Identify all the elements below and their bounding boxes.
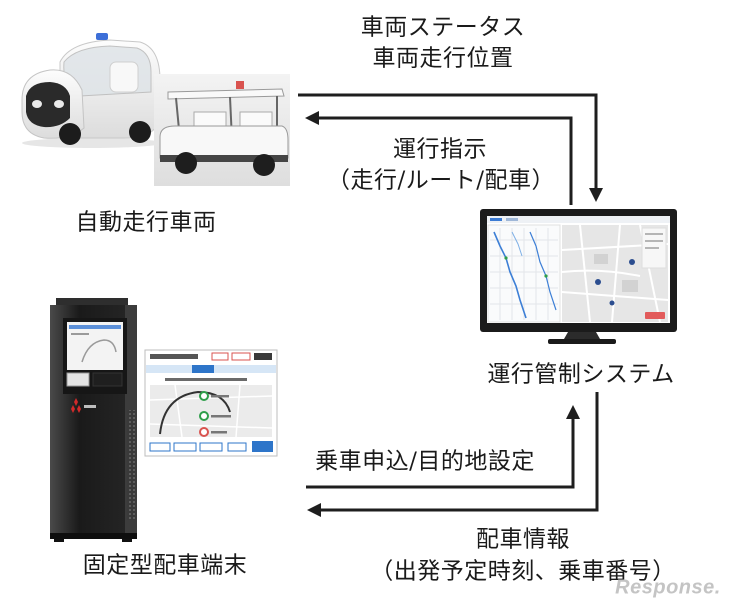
- kiosk-hood: [56, 298, 128, 306]
- kiosk-logo-wordmark: [84, 405, 96, 408]
- pod-car-black-face: [26, 82, 70, 128]
- golf-cart-body: [159, 125, 289, 159]
- watermark-logo: Response.: [615, 576, 721, 599]
- app-map-roads: [149, 384, 273, 438]
- kiosk-receipt-slot: [92, 372, 123, 387]
- monitor-schedule-grid: [490, 228, 558, 320]
- golf-cart-front-seat: [193, 111, 227, 127]
- app-next-button: [252, 441, 273, 452]
- golf-cart-roof: [167, 88, 285, 100]
- monitor-alert-button: [645, 312, 665, 319]
- monitor-map-block: [594, 254, 608, 264]
- kiosk-foot-right: [122, 539, 132, 542]
- monitor-toolbar-tab: [506, 218, 518, 221]
- flow-label-ride-request: 乗車申込/目的地設定: [315, 448, 535, 475]
- monitor-toolbar: [487, 216, 670, 223]
- arrow-system-to-terminal-head: [307, 503, 321, 517]
- arrow-system-to-terminal-line: [320, 392, 599, 512]
- golf-cart-lower-trim: [160, 155, 288, 162]
- kiosk-icon: [50, 298, 137, 542]
- app-bottom-button: [199, 442, 223, 452]
- app-bottom-button: [173, 442, 197, 452]
- kiosk-foot-left: [54, 539, 64, 542]
- app-bottom-button: [227, 442, 247, 452]
- app-stop-label-bar: [211, 415, 231, 418]
- monitor-stand-base: [548, 339, 616, 344]
- golf-cart-rear-seat: [239, 111, 273, 127]
- arrow-system-to-vehicle-line: [318, 116, 573, 205]
- kiosk-base: [50, 533, 137, 539]
- flow-label-vehicle-position: 車両走行位置: [372, 45, 514, 72]
- arrow-terminal-to-system: [306, 405, 580, 489]
- monitor-vehicle-marker: [629, 259, 635, 265]
- pod-car-roof-light: [96, 33, 108, 40]
- monitor-icon: [480, 209, 677, 344]
- monitor-info-line: [645, 247, 659, 249]
- kiosk-screen-map-route: [81, 339, 117, 363]
- app-stop-label-bar: [211, 395, 229, 398]
- monitor-schedule-line: [511, 231, 523, 257]
- kiosk-logo-icon: [71, 398, 81, 413]
- tablet-screen-icon: [144, 349, 278, 457]
- pod-car-seat: [109, 61, 139, 93]
- app-stop-via: [199, 411, 209, 421]
- node-label-autonomous-vehicles: 自動走行車両: [75, 209, 217, 236]
- monitor-toolbar-tab: [490, 218, 502, 221]
- monitor-vehicle-marker: [595, 279, 601, 285]
- app-header-title-bar: [150, 354, 198, 359]
- golf-cart-icon: [154, 74, 290, 186]
- monitor-schedule-line: [529, 231, 557, 311]
- app-header-clock: [254, 353, 272, 360]
- pod-car-icon: [21, 33, 162, 148]
- node-label-control-system: 運行管制システム: [487, 361, 675, 388]
- golf-cart-rear-wheel: [253, 154, 275, 176]
- flow-label-vehicle-status: 車両ステータス: [360, 14, 526, 41]
- app-map-route: [159, 390, 231, 435]
- kiosk-screen-header: [69, 325, 121, 329]
- kiosk-card-reader: [66, 372, 90, 387]
- arrow-terminal-to-system-line: [306, 417, 575, 489]
- pod-car-front-wheel: [59, 123, 81, 145]
- kiosk-side-vent: [127, 410, 135, 520]
- kiosk-screen-line: [71, 333, 89, 335]
- monitor-schedule-point: [504, 256, 508, 260]
- app-header-button: [211, 352, 229, 361]
- monitor-schedule-line: [493, 231, 527, 319]
- app-instruction-line: [165, 378, 247, 381]
- arrow-system-to-vehicle-head: [305, 111, 319, 125]
- monitor-stand-neck: [564, 332, 600, 339]
- app-stop-destination: [199, 427, 209, 437]
- flow-label-operation-instruction: 運行指示: [393, 136, 487, 163]
- arrow-vehicle-to-system: [298, 93, 603, 202]
- app-header-button: [231, 352, 251, 361]
- arrow-vehicle-to-system-line: [298, 93, 598, 190]
- pod-car-rear-wheel: [129, 121, 151, 143]
- app-stop-label-bar: [211, 431, 227, 434]
- pod-car-headlight-right: [54, 100, 64, 108]
- app-step-tab-active: [192, 365, 214, 373]
- monitor-schedule-point: [544, 274, 548, 278]
- arrow-system-to-terminal: [307, 392, 599, 517]
- arrow-system-to-vehicle: [305, 111, 573, 205]
- node-label-dispatch-terminal: 固定型配車端末: [82, 552, 248, 579]
- golf-cart-roof-light: [236, 81, 244, 89]
- flow-label-operation-instruction-detail: （走行/ルート/配車）: [327, 167, 555, 194]
- pod-car-headlight-left: [32, 100, 42, 108]
- monitor-info-line: [645, 233, 663, 235]
- golf-cart-front-wheel: [175, 152, 197, 174]
- flow-label-dispatch-info-detail: （出発予定時刻、乗車番号）: [370, 558, 676, 585]
- app-stop-origin: [199, 391, 209, 401]
- pod-car-shadow: [22, 138, 162, 148]
- app-bottom-button: [149, 442, 171, 452]
- monitor-info-line: [645, 240, 663, 242]
- monitor-vehicle-marker: [609, 300, 615, 306]
- flow-label-dispatch-info: 配車情報: [476, 526, 570, 553]
- arrow-vehicle-to-system-head: [589, 188, 603, 202]
- arrow-terminal-to-system-head: [566, 405, 580, 419]
- monitor-map-block: [622, 280, 638, 292]
